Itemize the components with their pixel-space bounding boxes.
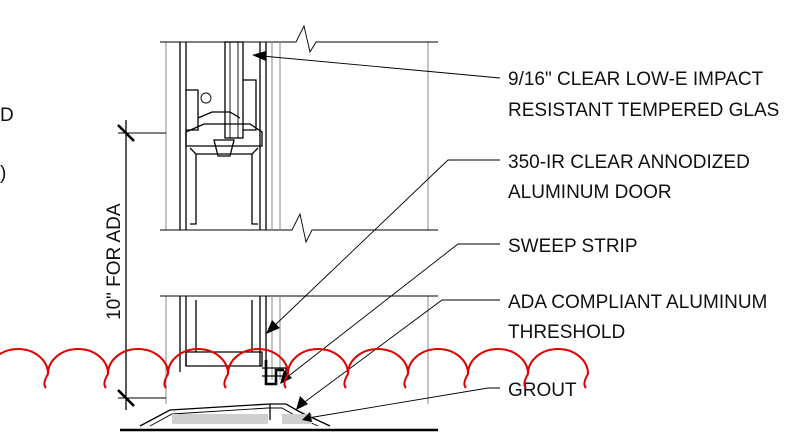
callout-threshold-line-1: ADA COMPLIANT ALUMINUM bbox=[508, 292, 767, 313]
rail-inner-right bbox=[251, 147, 259, 225]
dimension-label: 10" FOR ADA bbox=[104, 203, 125, 320]
rail-inner-left bbox=[189, 147, 197, 225]
callout-door-line-1: 350-IR CLEAR ANNODIZED bbox=[508, 152, 750, 173]
top-break-line bbox=[160, 24, 438, 54]
callout-door-line-2: ALUMINUM DOOR bbox=[508, 182, 672, 203]
glazing-stop-left bbox=[186, 89, 199, 131]
door-frame-section bbox=[120, 24, 438, 432]
leader-door-arrow bbox=[266, 320, 280, 334]
callout-grout-line-1: GROUT bbox=[508, 380, 577, 401]
callout-threshold-line-2: THRESHOLD bbox=[508, 322, 625, 343]
middle-break-line-upper bbox=[160, 212, 438, 244]
grout-fill-left bbox=[172, 414, 268, 424]
callout-glass-line-1: 9/16" CLEAR LOW-E IMPACT bbox=[508, 69, 764, 90]
rail-cap-profile bbox=[185, 123, 263, 147]
leader-grout-arrow bbox=[302, 412, 312, 422]
left-fragment-1: D bbox=[0, 105, 14, 126]
bottom-rail-profile bbox=[185, 351, 263, 367]
leader-glass bbox=[261, 55, 501, 79]
dimension-tick-top bbox=[117, 124, 135, 142]
callout-glass-line-2: RESISTANT TEMPERED GLAS bbox=[508, 100, 779, 121]
callout-sweep-line-1: SWEEP STRIP bbox=[508, 236, 638, 257]
glazing-bead-gasket bbox=[200, 92, 212, 104]
ada-dimension: 10" FOR ADA bbox=[104, 120, 166, 410]
glazing-stop-right bbox=[243, 79, 257, 131]
leader-threshold-arrow bbox=[296, 396, 308, 410]
leader-sweep bbox=[285, 243, 500, 379]
rail-screw-boss bbox=[213, 139, 235, 157]
leader-glass-arrow bbox=[252, 51, 266, 61]
grout-fill-right bbox=[282, 414, 312, 424]
revision-cloud bbox=[0, 348, 590, 389]
callout-leaders bbox=[252, 51, 501, 422]
left-fragment-2: ) bbox=[0, 163, 6, 184]
leader-grout bbox=[307, 387, 500, 419]
leader-door bbox=[271, 159, 500, 329]
glass-pane bbox=[224, 41, 244, 139]
setting-block bbox=[197, 111, 241, 119]
callout-labels: 9/16" CLEAR LOW-E IMPACT RESISTANT TEMPE… bbox=[508, 69, 779, 401]
dimension-tick-bottom bbox=[117, 389, 135, 407]
